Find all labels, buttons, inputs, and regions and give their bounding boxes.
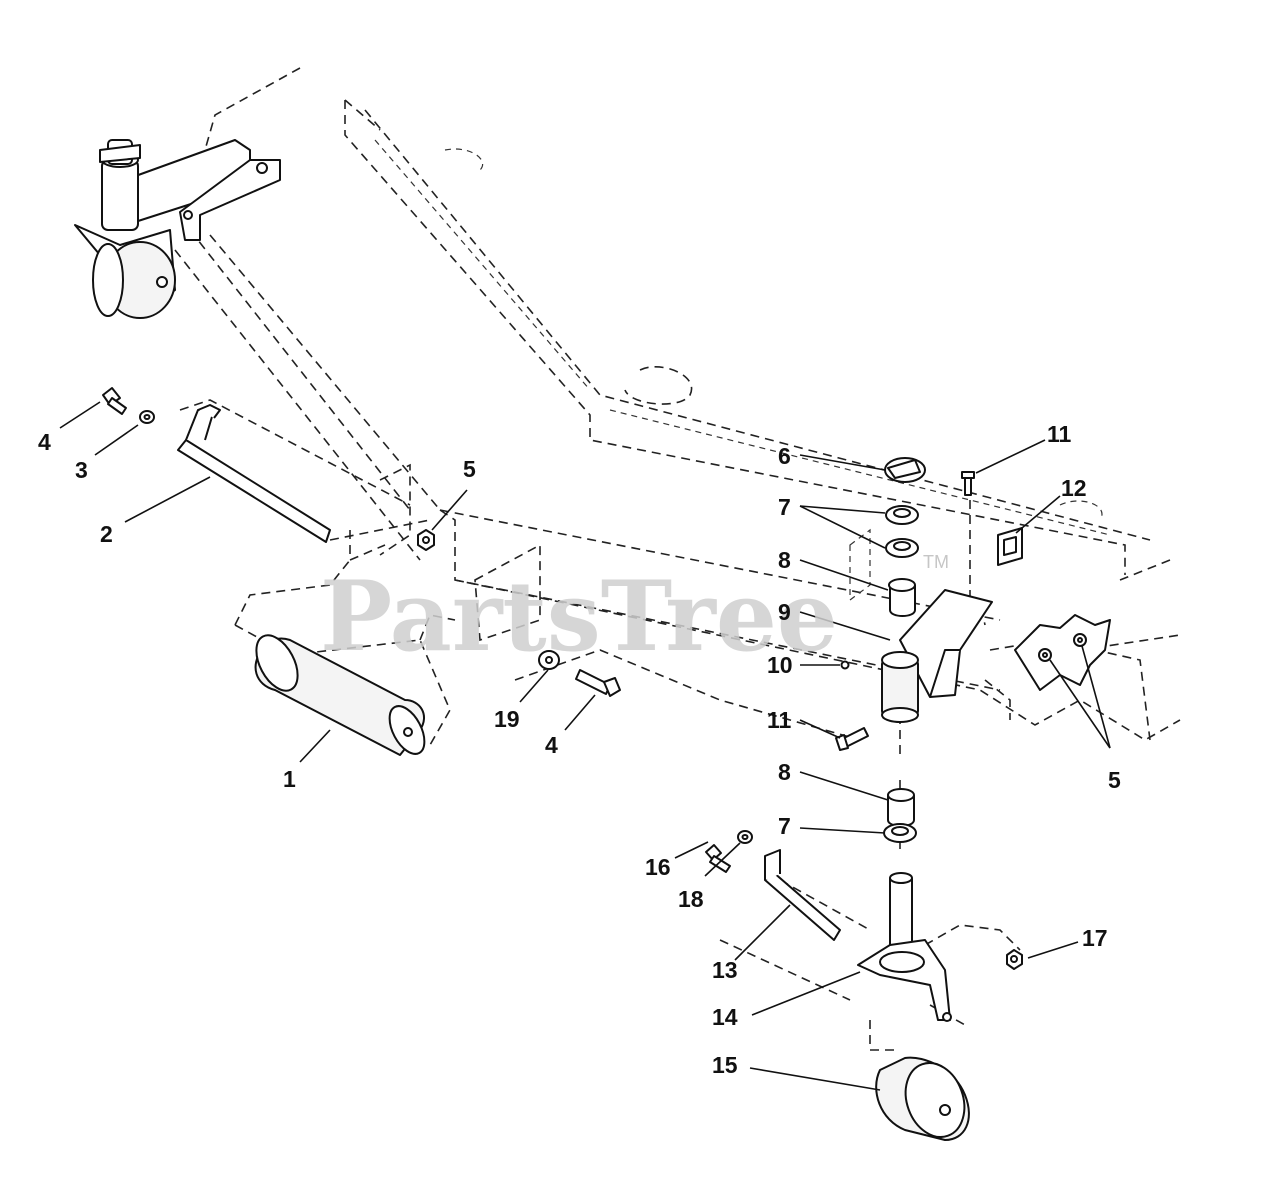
callout-11-upper: 11 <box>1047 421 1072 447</box>
callout-1: 1 <box>283 766 296 792</box>
part-7-bushing-upper-b <box>885 538 919 558</box>
callout-12: 12 <box>1061 475 1087 501</box>
part-6-cap <box>884 457 926 483</box>
part-12-square-insert <box>997 527 1023 566</box>
callout-11-lower: 11 <box>767 707 792 733</box>
part-11-bolt-lower <box>835 727 869 751</box>
caster-assembly-top-left <box>74 139 281 319</box>
part-10-grease-fitting <box>840 660 850 670</box>
part-19-washer <box>538 650 560 670</box>
callout-14: 14 <box>712 1004 738 1030</box>
part-7-bushing-upper-a <box>885 505 919 525</box>
watermark: PartsTree TM <box>320 552 949 673</box>
leader-lines <box>59 401 1111 1091</box>
callout-7-upper: 7 <box>778 494 791 520</box>
callout-labels: 4 3 2 5 1 19 4 6 7 8 9 10 11 11 12 5 8 7… <box>38 421 1121 1078</box>
mower-deck-outline <box>174 67 1181 1051</box>
part-5-nut-left <box>417 529 435 551</box>
part-3-washer <box>139 410 155 424</box>
part-8-bearing-lower <box>887 788 915 827</box>
callout-15: 15 <box>712 1052 738 1078</box>
part-13-axle-rod <box>764 849 841 941</box>
part-2-axle-rod <box>177 404 331 543</box>
watermark-trademark: TM <box>923 552 949 572</box>
part-4-bolt-upper <box>102 387 127 415</box>
part-1-roller <box>254 634 426 756</box>
callout-16: 16 <box>645 854 671 880</box>
callout-4-upper: 4 <box>38 429 51 455</box>
callout-17: 17 <box>1082 925 1108 951</box>
part-7-bushing-lower <box>883 823 917 843</box>
callout-3: 3 <box>75 457 88 483</box>
callout-8-upper: 8 <box>778 547 791 573</box>
callout-4-middle: 4 <box>545 732 558 758</box>
callout-7-lower: 7 <box>778 813 791 839</box>
callout-13: 13 <box>712 957 738 983</box>
part-9-pivot-bracket <box>881 589 993 723</box>
part-11-bolt-upper <box>961 471 975 496</box>
part-16-bolt <box>705 844 731 873</box>
callout-19: 19 <box>494 706 520 732</box>
callout-5-right: 5 <box>1108 767 1121 793</box>
part-8-bearing-upper <box>888 578 916 617</box>
part-18-washer <box>737 830 753 844</box>
callout-6: 6 <box>778 443 791 469</box>
callout-18: 18 <box>678 886 704 912</box>
part-4-bolt-middle <box>575 669 621 697</box>
callout-2: 2 <box>100 521 113 547</box>
part-5-nut-plate-right <box>1014 614 1111 691</box>
callout-8-lower: 8 <box>778 759 791 785</box>
callout-9: 9 <box>778 599 791 625</box>
callout-5-left: 5 <box>463 456 476 482</box>
part-14-caster-fork <box>857 872 952 1022</box>
part-15-caster-wheel <box>875 1056 970 1141</box>
part-17-nut <box>1006 949 1023 970</box>
watermark-brand: PartsTree <box>320 560 838 673</box>
callout-10: 10 <box>767 652 793 678</box>
